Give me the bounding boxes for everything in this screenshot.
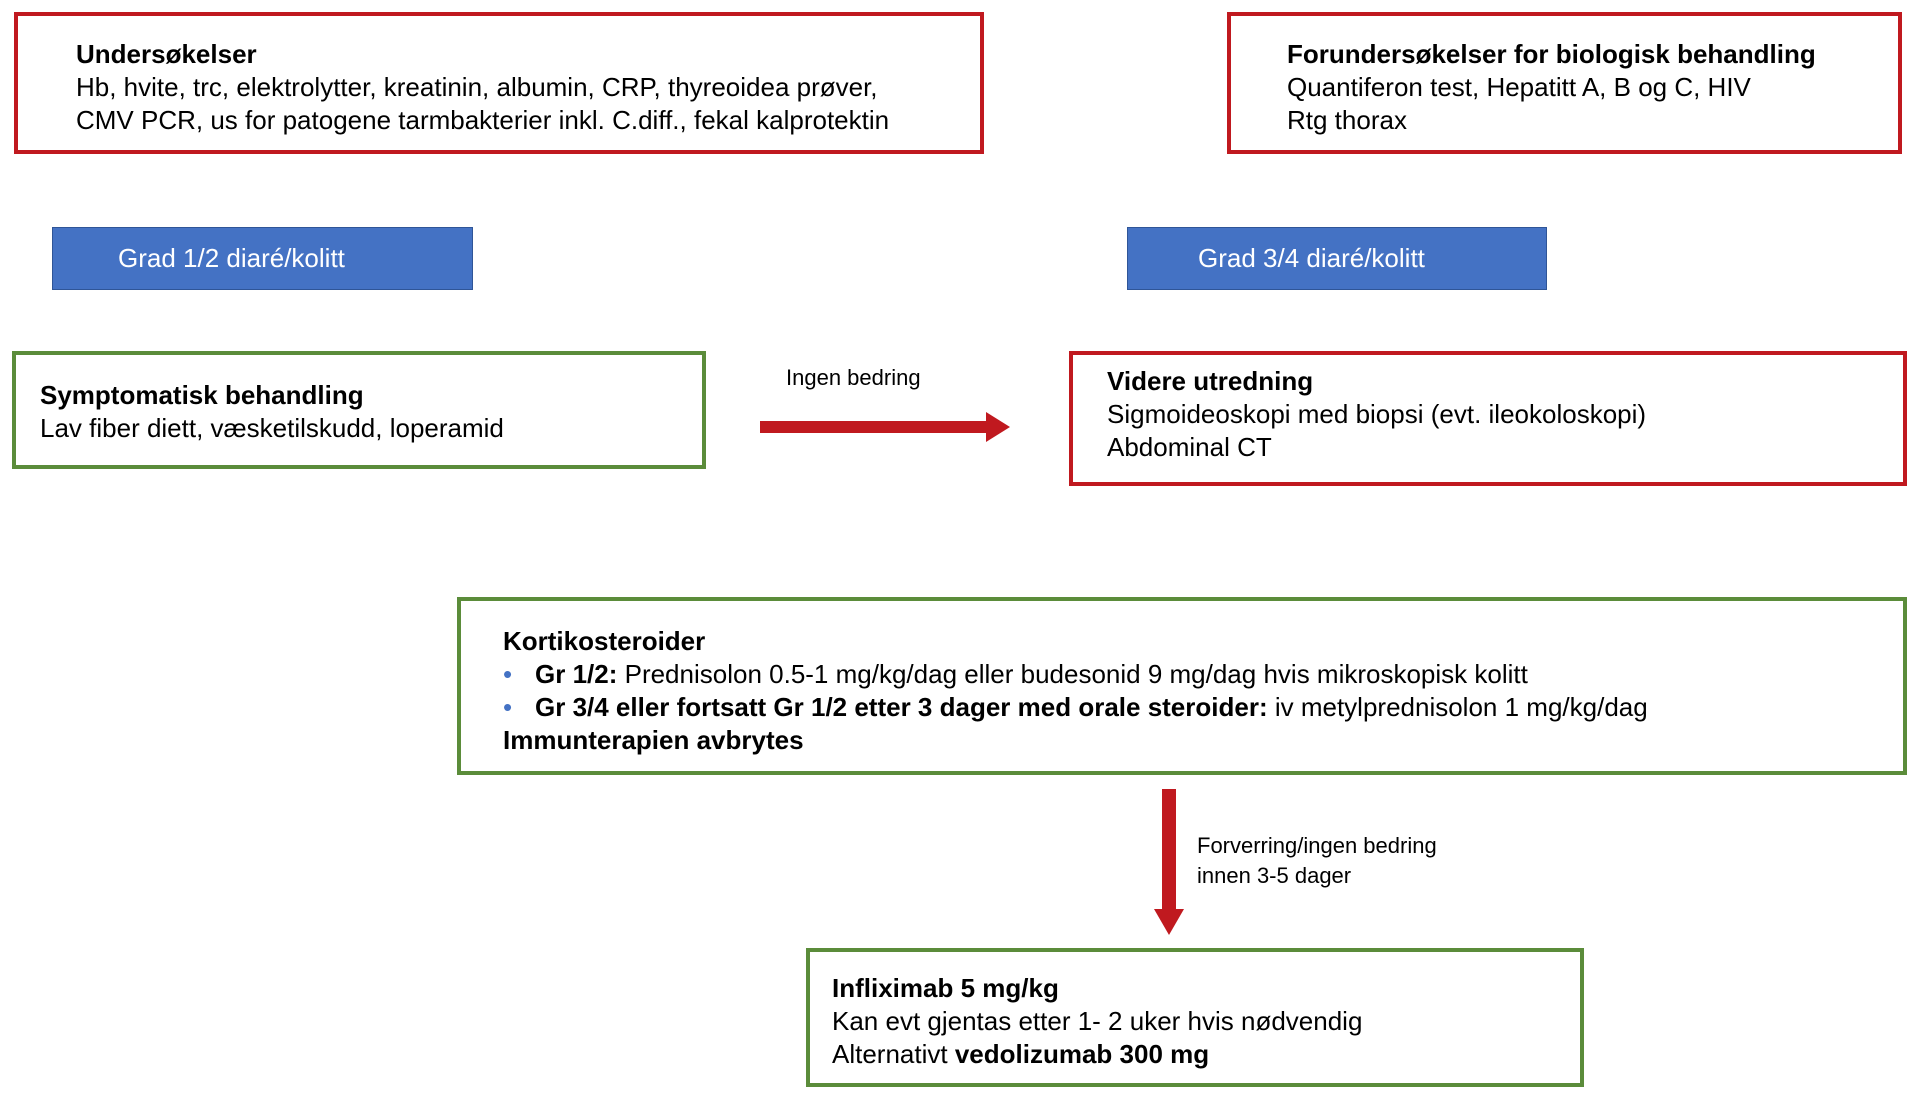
infliximab-line1: Kan evt gjentas etter 1- 2 uker hvis nød… [832,1006,1363,1036]
grade-1-2-header: Grad 1/2 diaré/kolitt [52,227,473,290]
arrow-right-icon [760,412,1010,442]
undersokelser-line2: CMV PCR, us for patogene tarmbakterier i… [76,105,890,135]
grade-1-2-label: Grad 1/2 diaré/kolitt [118,243,345,273]
symptomatisk-title: Symptomatisk behandling [40,380,364,410]
undersokelser-line1: Hb, hvite, trc, elektrolytter, kreatinin… [76,72,878,102]
arrow-down-shaft [1162,789,1176,909]
forundersokelser-box: Forundersøkelser for biologisk behandlin… [1227,12,1902,154]
kortiko-item-1-text: Prednisolon 0.5-1 mg/kg/dag eller budeso… [617,659,1528,689]
infliximab-box: Infliximab 5 mg/kg Kan evt gjentas etter… [806,948,1584,1087]
forundersokelser-line1: Quantiferon test, Hepatitt A, B og C, HI… [1287,72,1751,102]
arrow-right-shaft [760,421,986,433]
symptomatisk-line1: Lav fiber diett, væsketilskudd, loperami… [40,413,504,443]
arrow-down-label-2: innen 3-5 dager [1197,863,1352,888]
arrow-right-label: Ingen bedring [786,365,921,390]
kortiko-box: Kortikosteroider • Gr 1/2: Prednisolon 0.… [457,597,1907,775]
kortiko-item-1: • Gr 1/2: Prednisolon 0.5-1 mg/kg/dag ell… [503,658,1903,691]
arrow-right-head [986,412,1010,442]
videre-line1: Sigmoideoskopi med biopsi (evt. ileokolo… [1107,399,1647,429]
kortiko-footer: Immunterapien avbrytes [503,725,804,755]
kortiko-item-1-bold: Gr 1/2: [535,659,618,689]
infliximab-line2-prefix: Alternativt [832,1039,955,1069]
undersokelser-box: Undersøkelser Hb, hvite, trc, elektrolyt… [14,12,984,154]
infliximab-line2-bold: vedolizumab 300 mg [954,1039,1210,1069]
bullet-icon: • [503,692,513,722]
arrow-down-head [1154,909,1184,935]
kortiko-item-2: • Gr 3/4 eller fortsatt Gr 1/2 etter 3 da… [503,691,1903,724]
kortiko-item-2-bold: Gr 3/4 eller fortsatt Gr 1/2 etter 3 dag… [535,692,1268,722]
forundersokelser-title: Forundersøkelser for biologisk behandlin… [1287,39,1816,69]
kortiko-item-2-text: iv metylprednisolon 1 mg/kg/dag [1267,692,1648,722]
kortiko-title: Kortikosteroider [503,626,706,656]
infliximab-line2: Alternativt vedolizumab 300 mg [832,1038,1580,1071]
symptomatisk-box: Symptomatisk behandling Lav fiber diett,… [12,351,706,469]
grade-3-4-header: Grad 3/4 diaré/kolitt [1127,227,1547,290]
videre-title: Videre utredning [1107,366,1314,396]
arrow-down-icon [1154,789,1184,935]
arrow-down-label-1: Forverring/ingen bedring [1197,833,1437,858]
undersokelser-title: Undersøkelser [76,39,257,69]
forundersokelser-line2: Rtg thorax [1287,105,1407,135]
infliximab-title: Infliximab 5 mg/kg [832,973,1059,1003]
bullet-icon: • [503,659,513,689]
videre-line2: Abdominal CT [1107,432,1272,462]
grade-3-4-label: Grad 3/4 diaré/kolitt [1198,243,1425,273]
videre-box: Videre utredning Sigmoideoskopi med biop… [1069,351,1907,486]
